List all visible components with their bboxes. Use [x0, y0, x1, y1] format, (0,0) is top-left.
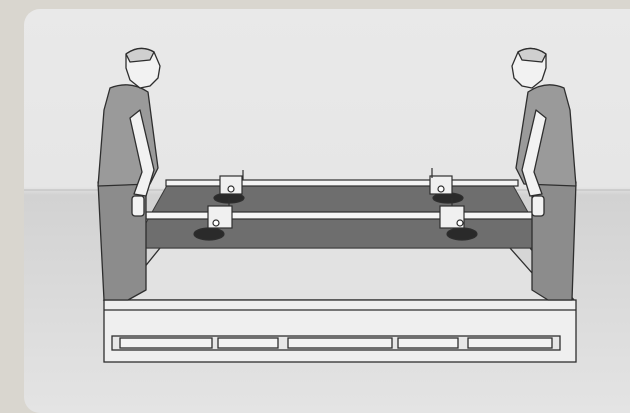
- crate: [104, 248, 576, 362]
